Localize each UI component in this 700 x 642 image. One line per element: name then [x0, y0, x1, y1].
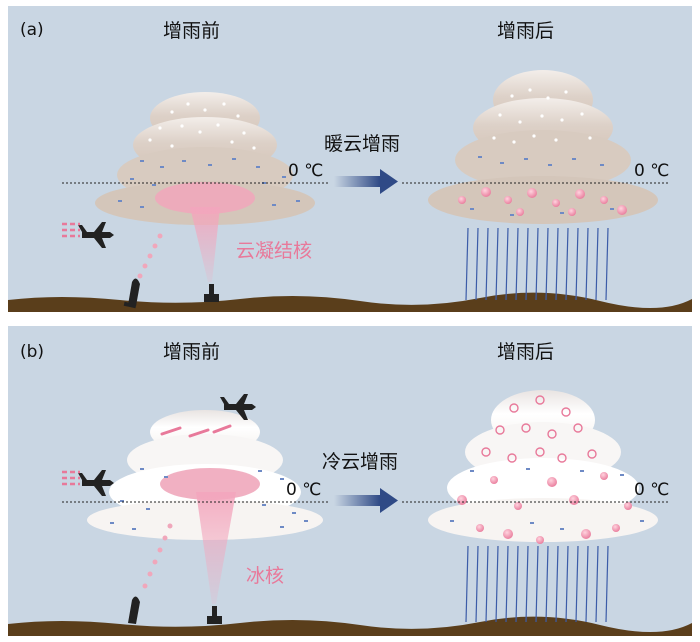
panel-b-before-blue-drops — [110, 468, 308, 530]
panel-a-label: (a) — [20, 20, 44, 40]
panel-b-after-title: 增雨后 — [497, 341, 554, 363]
panel-b-after-rain-drops — [457, 472, 632, 544]
panel-b-nucleus-label: 冰核 — [246, 565, 284, 587]
panel-a-rocket-icon — [123, 278, 140, 309]
panel-b-temp-left: 0 ℃ — [286, 480, 321, 500]
panel-a-seeding-cone — [190, 207, 220, 282]
panel-b-ground-launcher-icon — [207, 606, 222, 624]
panel-a-process-arrow — [334, 169, 398, 194]
panel-b-temp-right: 0 ℃ — [634, 480, 669, 500]
panel-b-after-cloud — [428, 390, 658, 542]
panel-a-seeding-zone — [155, 182, 255, 214]
panel-b: (b) 增雨前 增雨后 0 ℃ 冷云增雨 — [8, 326, 692, 636]
panel-b-rocket-icon — [128, 596, 140, 624]
panel-b-top-seeding-trail — [160, 424, 232, 438]
panel-a-temp-right: 0 ℃ — [634, 161, 669, 181]
panel-a-before-droplets — [148, 102, 256, 150]
panel-b-airplane-icon — [78, 470, 114, 496]
panel-b-before-title: 增雨前 — [163, 341, 220, 363]
panel-b-after-blue-drops — [450, 468, 644, 530]
panel-b-process-arrow — [334, 488, 398, 513]
panel-a-rocket-trail — [137, 233, 163, 279]
panel-a-airplane-trail — [62, 222, 80, 238]
panel-a-process-label: 暖云增雨 — [324, 133, 400, 155]
panel-a-before-title: 增雨前 — [163, 20, 220, 42]
panel-a-nucleus-label: 云凝结核 — [236, 240, 312, 262]
panel-b-ice-crystals — [481, 395, 597, 463]
panel-b-airplane-trail — [62, 470, 80, 486]
panel-b-top-airplane-icon — [220, 394, 256, 420]
panel-b-label: (b) — [20, 342, 44, 362]
panel-a-rain — [465, 227, 609, 301]
panel-a-after-droplets — [492, 88, 592, 144]
panel-b-ground — [8, 616, 692, 636]
panel-a: (a) 增雨前 增雨后 0 ℃ 暖云增雨 — [8, 6, 692, 312]
panel-a-ground — [8, 292, 692, 312]
panel-a-after-blue-drops — [470, 156, 614, 216]
panel-b-rocket-trail — [142, 523, 173, 589]
panel-a-after-rain-drops — [458, 187, 627, 216]
panel-b-process-label: 冷云增雨 — [322, 451, 398, 473]
panel-a-ground-launcher-icon — [204, 284, 219, 302]
panel-a-after-title: 增雨后 — [497, 20, 554, 42]
panel-b-rain — [465, 545, 609, 623]
panel-a-temp-left: 0 ℃ — [288, 161, 323, 181]
panel-a-airplane-icon — [78, 222, 114, 248]
panel-a-before-cloud — [95, 92, 315, 225]
panel-b-seeding-cone — [196, 492, 236, 604]
